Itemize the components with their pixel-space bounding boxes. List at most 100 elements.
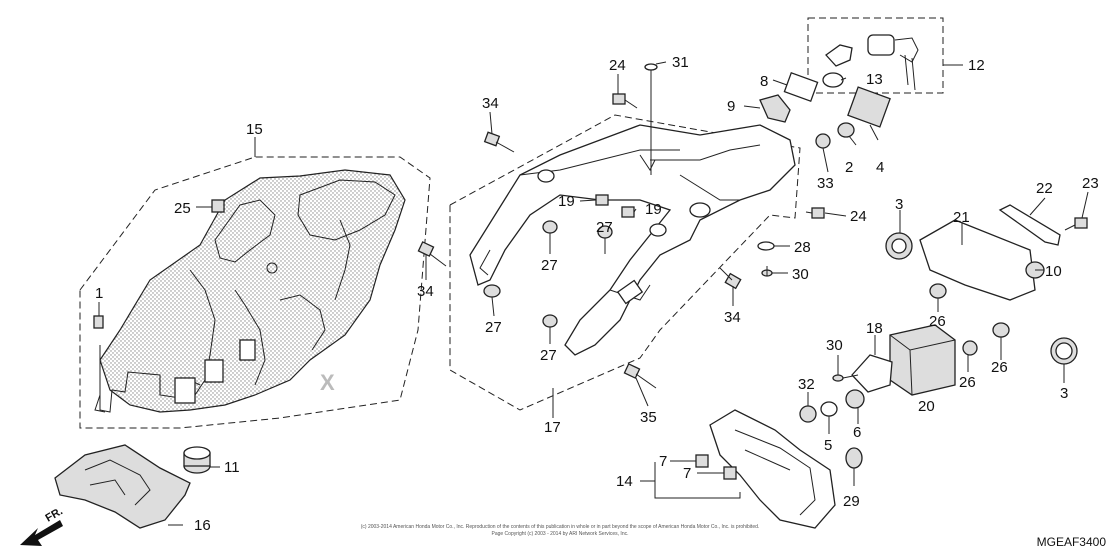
group-box-rear-frame (449, 114, 801, 411)
callout-28: 28 (794, 239, 811, 256)
callout-24a: 24 (609, 57, 626, 74)
front-label: FR. (44, 505, 65, 524)
callout-30a: 30 (792, 266, 809, 283)
collar-part-26b (962, 340, 978, 356)
bolt-part-34a (417, 241, 447, 267)
bolt-part-24b (805, 207, 825, 219)
collar-part-2 (837, 122, 855, 138)
callout-3b: 3 (1060, 385, 1068, 402)
rear-frame-part (469, 124, 796, 356)
nut-part-25 (211, 199, 225, 213)
callout-32: 32 (798, 376, 815, 393)
callout-5: 5 (824, 437, 832, 454)
callout-27b: 27 (596, 219, 613, 236)
bracket-part-22 (998, 204, 1061, 246)
collar-part-27 (483, 220, 613, 328)
callout-16: 16 (194, 517, 211, 534)
callout-2: 2 (845, 159, 853, 176)
grommet-part-3b (1050, 337, 1078, 365)
callout-10: 10 (1045, 263, 1062, 280)
plate-part-21 (919, 219, 1036, 301)
copyright-text-1: (c) 2003-2014 American Honda Motor Co., … (361, 524, 760, 530)
bolt-part-23 (1064, 217, 1088, 231)
callout-7b: 7 (683, 465, 691, 482)
splash-guard-part-16 (54, 444, 191, 529)
bolt-part-35 (623, 363, 657, 389)
callout-26a: 26 (929, 313, 946, 330)
screw-part-30a (761, 266, 773, 277)
grommet-part-11 (183, 446, 211, 474)
callout-27d: 27 (540, 347, 557, 364)
screw-part-30b (832, 374, 859, 382)
reflector-part-4 (847, 86, 891, 128)
callout-25: 25 (174, 200, 191, 217)
callout-34a: 34 (482, 95, 499, 112)
callout-27a: 27 (541, 257, 558, 274)
washer-part-5 (820, 401, 838, 417)
callout-24b: 24 (850, 208, 867, 225)
license-bracket-part (709, 409, 836, 529)
callout-22: 22 (1036, 180, 1053, 197)
seal-part-8 (783, 71, 819, 103)
group-box-rear-fender (79, 156, 431, 429)
clip-part-1 (93, 315, 104, 329)
callout-34c: 34 (724, 309, 741, 326)
callout-1: 1 (95, 285, 103, 302)
screw-part-31 (644, 63, 658, 175)
front-direction-arrow: FR. (20, 505, 65, 546)
collar-part-26a (929, 283, 947, 299)
bulb-part-6 (845, 389, 865, 409)
callout-21: 21 (953, 209, 970, 226)
bracket-part-9 (759, 94, 791, 123)
callout-19b: 19 (645, 201, 662, 218)
callout-18: 18 (866, 320, 883, 337)
lock-ring-part-13 (822, 72, 844, 88)
callout-13: 13 (866, 71, 883, 88)
collar-part-26c (992, 322, 1010, 338)
callout-4: 4 (876, 159, 884, 176)
bolt-part-24a (612, 93, 638, 109)
callout-35: 35 (640, 409, 657, 426)
callout-34b: 34 (417, 283, 434, 300)
callout-27c: 27 (485, 319, 502, 336)
bolt-part-34b (483, 131, 515, 153)
seat-lock-part-12 (825, 34, 919, 91)
callout-26c: 26 (991, 359, 1008, 376)
clip-part-7b (723, 466, 737, 480)
bulb-part-29 (845, 447, 863, 469)
callout-17: 17 (544, 419, 561, 436)
license-light-part-20 (889, 324, 956, 396)
socket-part-18 (851, 354, 893, 393)
callout-26b: 26 (959, 374, 976, 391)
callout-31: 31 (672, 54, 689, 71)
callout-12: 12 (968, 57, 985, 74)
callout-15: 15 (246, 121, 263, 138)
callout-labels: 1 2 3 3 4 5 6 7 7 8 9 10 11 12 13 14 15 … (95, 54, 1099, 534)
callout-9: 9 (727, 98, 735, 115)
nut-part-19b (621, 206, 635, 218)
callout-30b: 30 (826, 337, 843, 354)
svg-text:X: X (320, 370, 335, 395)
clip-part-7a (695, 454, 709, 468)
bolt-part-34c (719, 267, 742, 290)
callout-6: 6 (853, 424, 861, 441)
callout-7a: 7 (659, 453, 667, 470)
copyright-text-2: Page Copyright (c) 2003 - 2014 by ARI Ne… (491, 531, 628, 537)
callout-29: 29 (843, 493, 860, 510)
nut-part-33 (815, 133, 831, 149)
diagram-code: MGEAF3400 (1037, 535, 1107, 549)
nut-part-19a (595, 194, 609, 206)
callout-11: 11 (224, 459, 240, 476)
nut-part-32 (799, 405, 817, 423)
callout-33: 33 (817, 175, 834, 192)
callout-20: 20 (918, 398, 935, 415)
washer-part-28 (757, 241, 775, 251)
callout-8: 8 (760, 73, 768, 90)
callout-23: 23 (1082, 175, 1099, 192)
leader-lines (98, 61, 1089, 526)
callout-14: 14 (616, 473, 633, 490)
grommet-part-3a (885, 232, 913, 260)
rear-fender-part: X (94, 169, 406, 413)
callout-3a: 3 (895, 196, 903, 213)
